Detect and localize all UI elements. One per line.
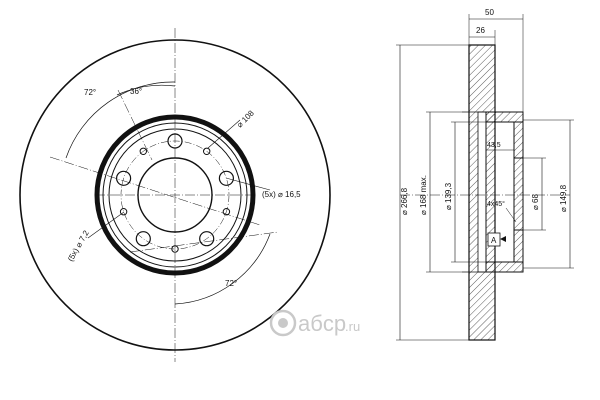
hat-section xyxy=(485,261,524,273)
center-bore-label: ⌀ 68 xyxy=(531,194,540,210)
hat-face xyxy=(513,121,524,263)
angle-ref-line xyxy=(117,89,153,161)
side-view: 50 26 ⌀ 266,8 ⌀ 168 max. ⌀ 139,3 43,5 4x… xyxy=(396,8,574,341)
hat-section xyxy=(485,111,524,123)
watermark: aбcp .ru xyxy=(269,309,360,337)
watermark-suffix: .ru xyxy=(345,319,360,334)
datum-label: A xyxy=(491,236,497,245)
leader-chamfer xyxy=(505,207,517,223)
bolt-hole xyxy=(115,170,132,186)
bolt-hole xyxy=(218,170,234,186)
total-width-label: 50 xyxy=(485,8,494,17)
angle-ref-line xyxy=(49,156,261,226)
hat-height-label: 43,5 xyxy=(487,142,501,149)
angle-label-bottom-right: 72° xyxy=(225,279,237,288)
watermark-brand: aбcp xyxy=(298,311,346,336)
bolt-hole xyxy=(199,231,215,247)
small-hole xyxy=(222,208,231,216)
angle-arc-top-left xyxy=(65,81,176,159)
vent-gap xyxy=(477,111,487,273)
disc-ring-section xyxy=(468,44,496,341)
datum-box xyxy=(487,232,501,247)
leader-small-holes xyxy=(87,211,125,239)
max-dia-label: ⌀ 168 max. xyxy=(419,175,428,215)
bolt-circle-dia-label: ⌀ 108 xyxy=(235,108,256,129)
small-holes-label: (5x) ⌀ 7,2 xyxy=(66,228,91,263)
watermark-logo-icon xyxy=(269,309,297,337)
small-hole xyxy=(203,147,211,156)
leader-bolt-circle xyxy=(207,119,241,149)
leader-bolt-holes xyxy=(225,177,271,191)
datum-triangle xyxy=(500,236,506,242)
chamfer-label: 4x45° xyxy=(487,200,505,208)
small-hole xyxy=(139,147,148,156)
angle-arc-top xyxy=(116,84,176,96)
angle-label-top: 36° xyxy=(130,87,142,96)
bolt-holes-label: (5x) ⌀ 16,5 xyxy=(262,190,301,199)
small-hole xyxy=(119,208,128,216)
bolt-hole xyxy=(135,231,151,247)
outer-dia-label: ⌀ 266,8 xyxy=(400,187,409,215)
hat-inner-outline xyxy=(485,121,515,263)
inner-dia-label: ⌀ 149,8 xyxy=(559,184,568,212)
watermark-logo-icon xyxy=(278,318,288,328)
hub-dia-label: ⌀ 139,3 xyxy=(444,182,453,210)
angle-label-top-left: 72° xyxy=(84,88,96,97)
disc-thickness-label: 26 xyxy=(476,26,485,35)
angle-ref-line xyxy=(129,231,279,253)
angle-arc-bottom-right xyxy=(174,233,271,305)
